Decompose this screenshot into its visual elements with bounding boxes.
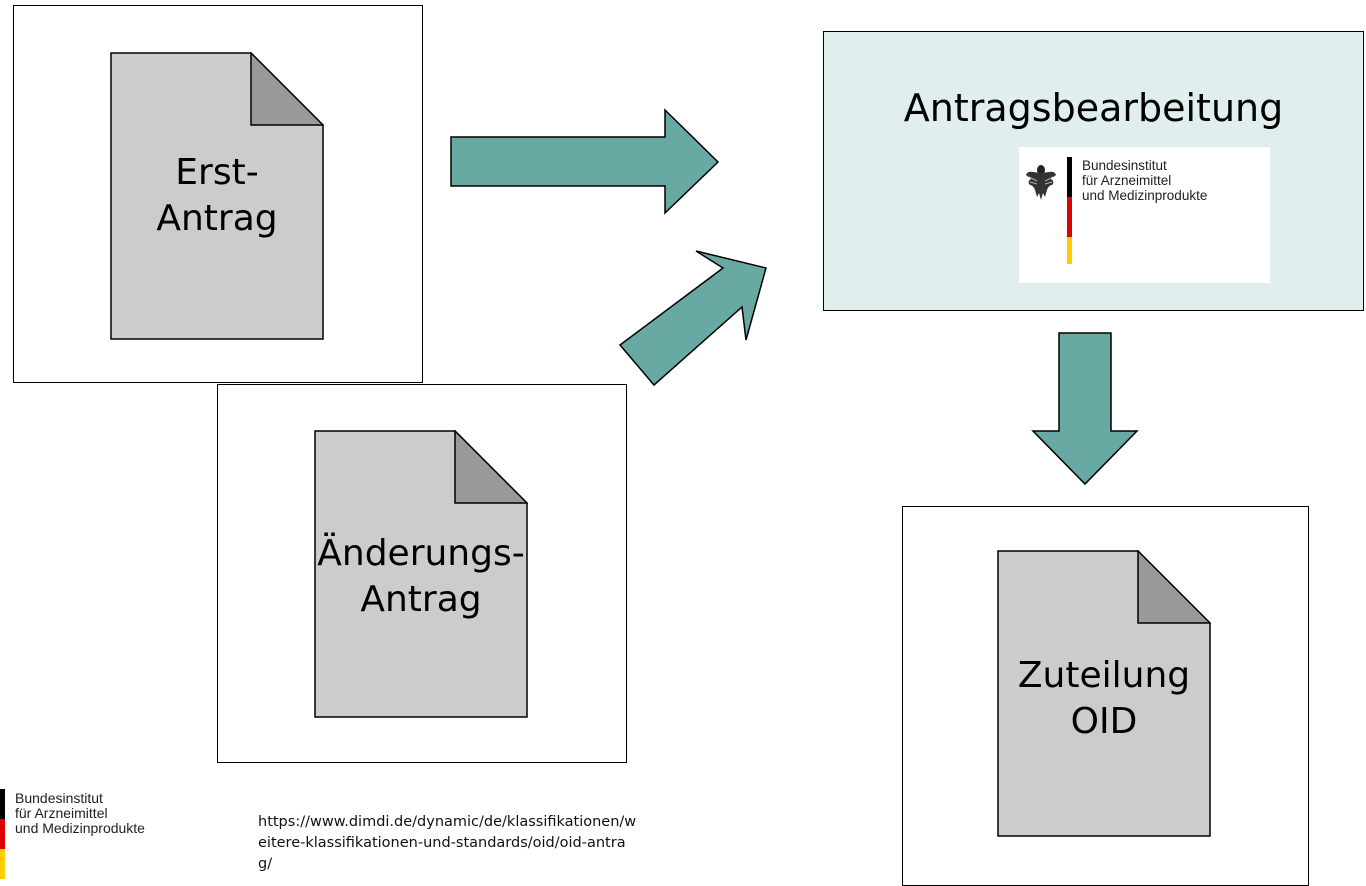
erst-antrag-document-icon	[110, 52, 324, 340]
footer-logo-institute-name: Bundesinstitut für Arzneimittel und Medi…	[15, 790, 145, 836]
aenderungs-antrag-label: Änderungs- Antrag	[317, 533, 525, 620]
aenderungs-antrag-document-icon	[314, 430, 528, 718]
arrow-right	[450, 108, 720, 215]
footer-logo-stripe-red	[0, 819, 5, 849]
logo-stripe-red	[1067, 197, 1072, 237]
logo-stripe-gold	[1067, 237, 1072, 264]
federal-eagle-icon	[1026, 165, 1056, 200]
footer-logo-stripe-black	[0, 789, 5, 819]
source-url[interactable]: https://www.dimdi.de/dynamic/de/klassifi…	[258, 814, 637, 872]
arrow-diagonal	[618, 250, 767, 387]
antragsbearbeitung-box: Antragsbearbeitung Bundesinstitut für Ar…	[823, 31, 1364, 311]
bfarm-logo: Bundesinstitut für Arzneimittel und Medi…	[1019, 147, 1270, 283]
erst-antrag-label: Erst- Antrag	[156, 152, 278, 239]
logo-stripe-black	[1067, 157, 1072, 197]
logo-institute-name: Bundesinstitut für Arzneimittel und Medi…	[1082, 158, 1208, 203]
arrow-down	[1031, 332, 1139, 486]
zuteilung-oid-label: Zuteilung OID	[1017, 655, 1191, 742]
zuteilung-oid-document-icon	[997, 550, 1211, 837]
antragsbearbeitung-title: Antragsbearbeitung	[903, 86, 1284, 130]
footer-logo-stripe-gold	[0, 849, 5, 879]
footer-bfarm-logo: Bundesinstitut für Arzneimittel und Medi…	[0, 789, 220, 879]
